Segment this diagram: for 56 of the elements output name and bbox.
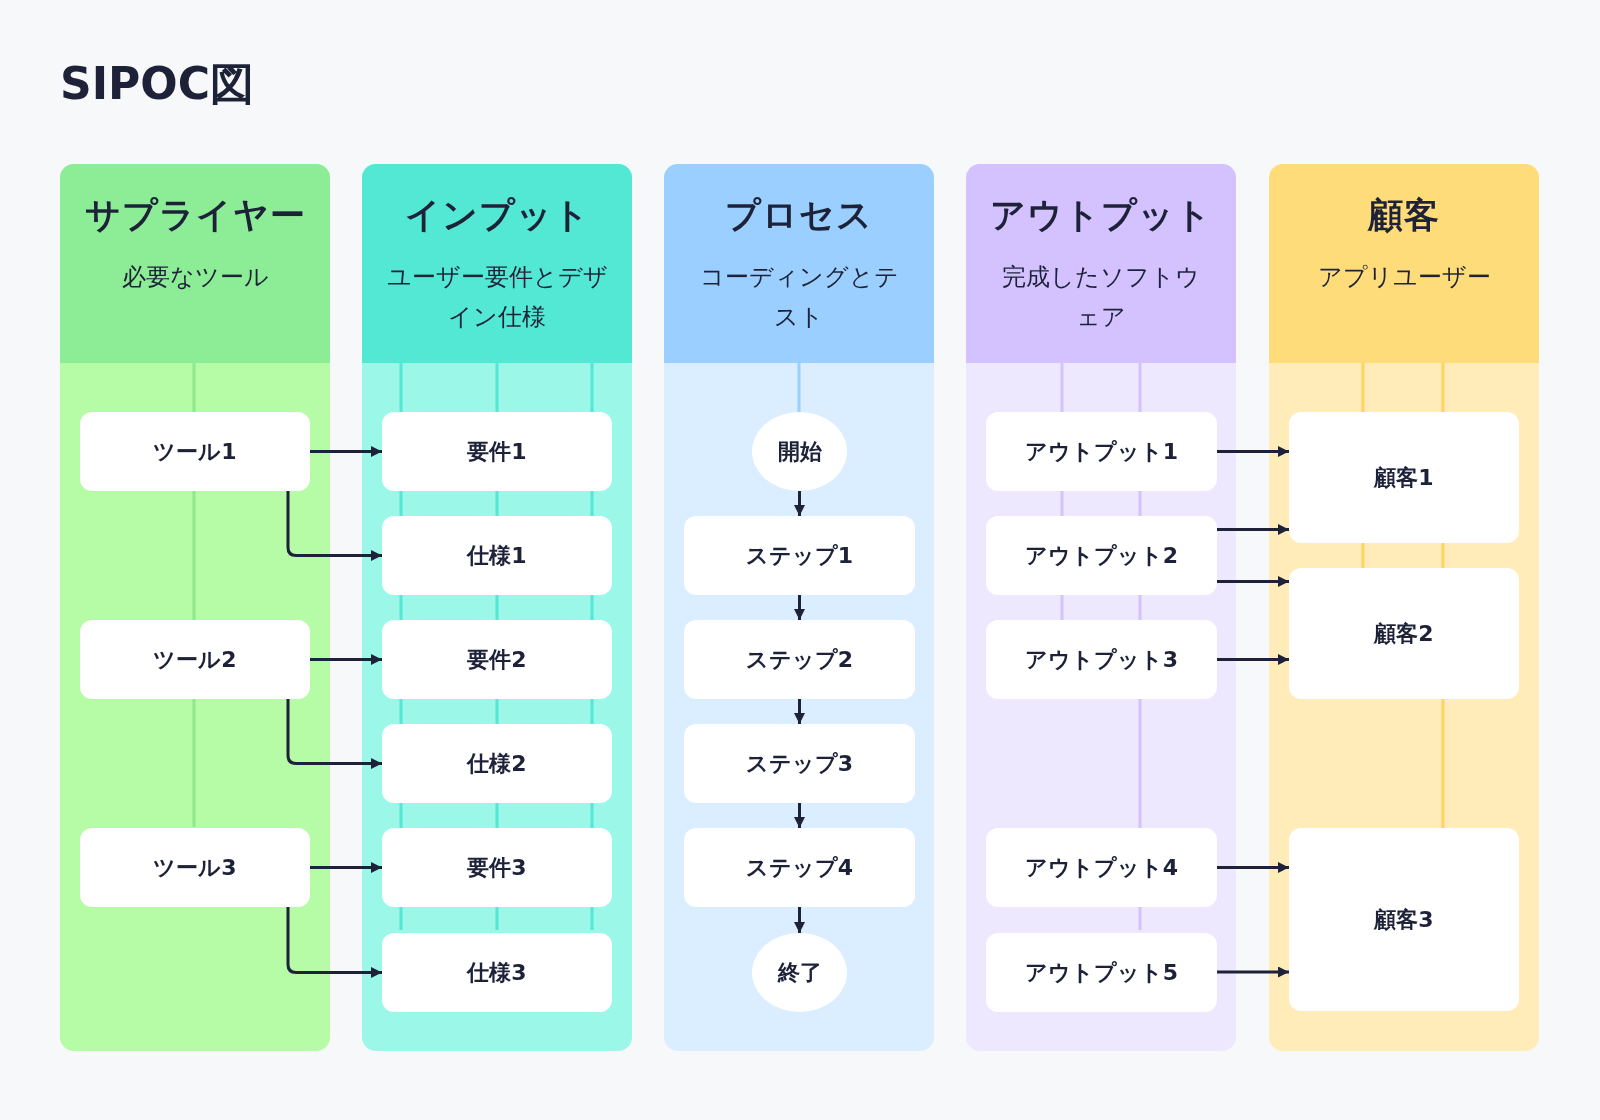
column-panel	[1269, 164, 1539, 1051]
column-heading: プロセス	[725, 194, 873, 237]
title: SIPOC図	[60, 57, 254, 111]
process-box: アウトプット2	[986, 516, 1217, 595]
process-box: 仕様1	[382, 516, 612, 595]
column-panel	[60, 164, 330, 1051]
arrow	[1217, 576, 1289, 587]
process-box: ステップ2	[684, 620, 915, 699]
process-box: 顧客1	[1289, 412, 1519, 543]
column-heading: 顧客	[1368, 194, 1440, 237]
arrow	[1217, 966, 1289, 978]
column-panel	[362, 164, 632, 1051]
column-panel	[664, 164, 934, 1051]
arrow	[310, 862, 382, 873]
column-heading: インプット	[404, 194, 590, 237]
process-box: アウトプット4	[986, 828, 1217, 907]
arrow	[1217, 524, 1289, 535]
column-subtitle: 完成したソフトウェア	[1001, 262, 1201, 333]
process-box: 要件2	[382, 620, 612, 699]
arrow	[1217, 862, 1289, 873]
arrow	[794, 491, 805, 516]
arrow	[794, 595, 805, 620]
arrow	[1217, 446, 1289, 457]
arrow	[286, 491, 382, 561]
column-subtitle: アプリユーザー	[1316, 262, 1492, 293]
terminal-oval: 終了	[752, 933, 847, 1012]
process-box: 顧客2	[1289, 568, 1519, 699]
arrow	[310, 654, 382, 665]
arrow	[1217, 654, 1289, 665]
process-box: アウトプット5	[986, 933, 1217, 1012]
process-box: 要件1	[382, 412, 612, 491]
arrow	[794, 803, 805, 828]
process-box: 顧客3	[1289, 828, 1519, 1011]
column-heading: サプライヤー	[84, 194, 306, 237]
column-subtitle: 必要なツール	[120, 262, 270, 293]
column-heading: アウトプット	[990, 194, 1212, 237]
process-box: 仕様2	[382, 724, 612, 803]
arrow	[794, 699, 805, 724]
column-subtitle: ユーザー要件とデザイン仕様	[386, 262, 608, 333]
process-box: ステップ4	[684, 828, 915, 907]
arrow	[310, 446, 382, 457]
arrow	[794, 907, 805, 933]
column-panel	[966, 164, 1236, 1051]
process-box: ステップ1	[684, 516, 915, 595]
arrow	[286, 699, 382, 769]
process-box: ステップ3	[684, 724, 915, 803]
process-box: アウトプット3	[986, 620, 1217, 699]
process-box: ツール2	[80, 620, 310, 699]
process-box: ツール3	[80, 828, 310, 907]
column-subtitle: コーディングとテスト	[698, 262, 900, 333]
process-box: ツール1	[80, 412, 310, 491]
arrow	[286, 907, 382, 978]
process-box: アウトプット1	[986, 412, 1217, 491]
terminal-oval: 開始	[752, 412, 847, 491]
process-box: 要件3	[382, 828, 612, 907]
process-box: 仕様3	[382, 933, 612, 1012]
